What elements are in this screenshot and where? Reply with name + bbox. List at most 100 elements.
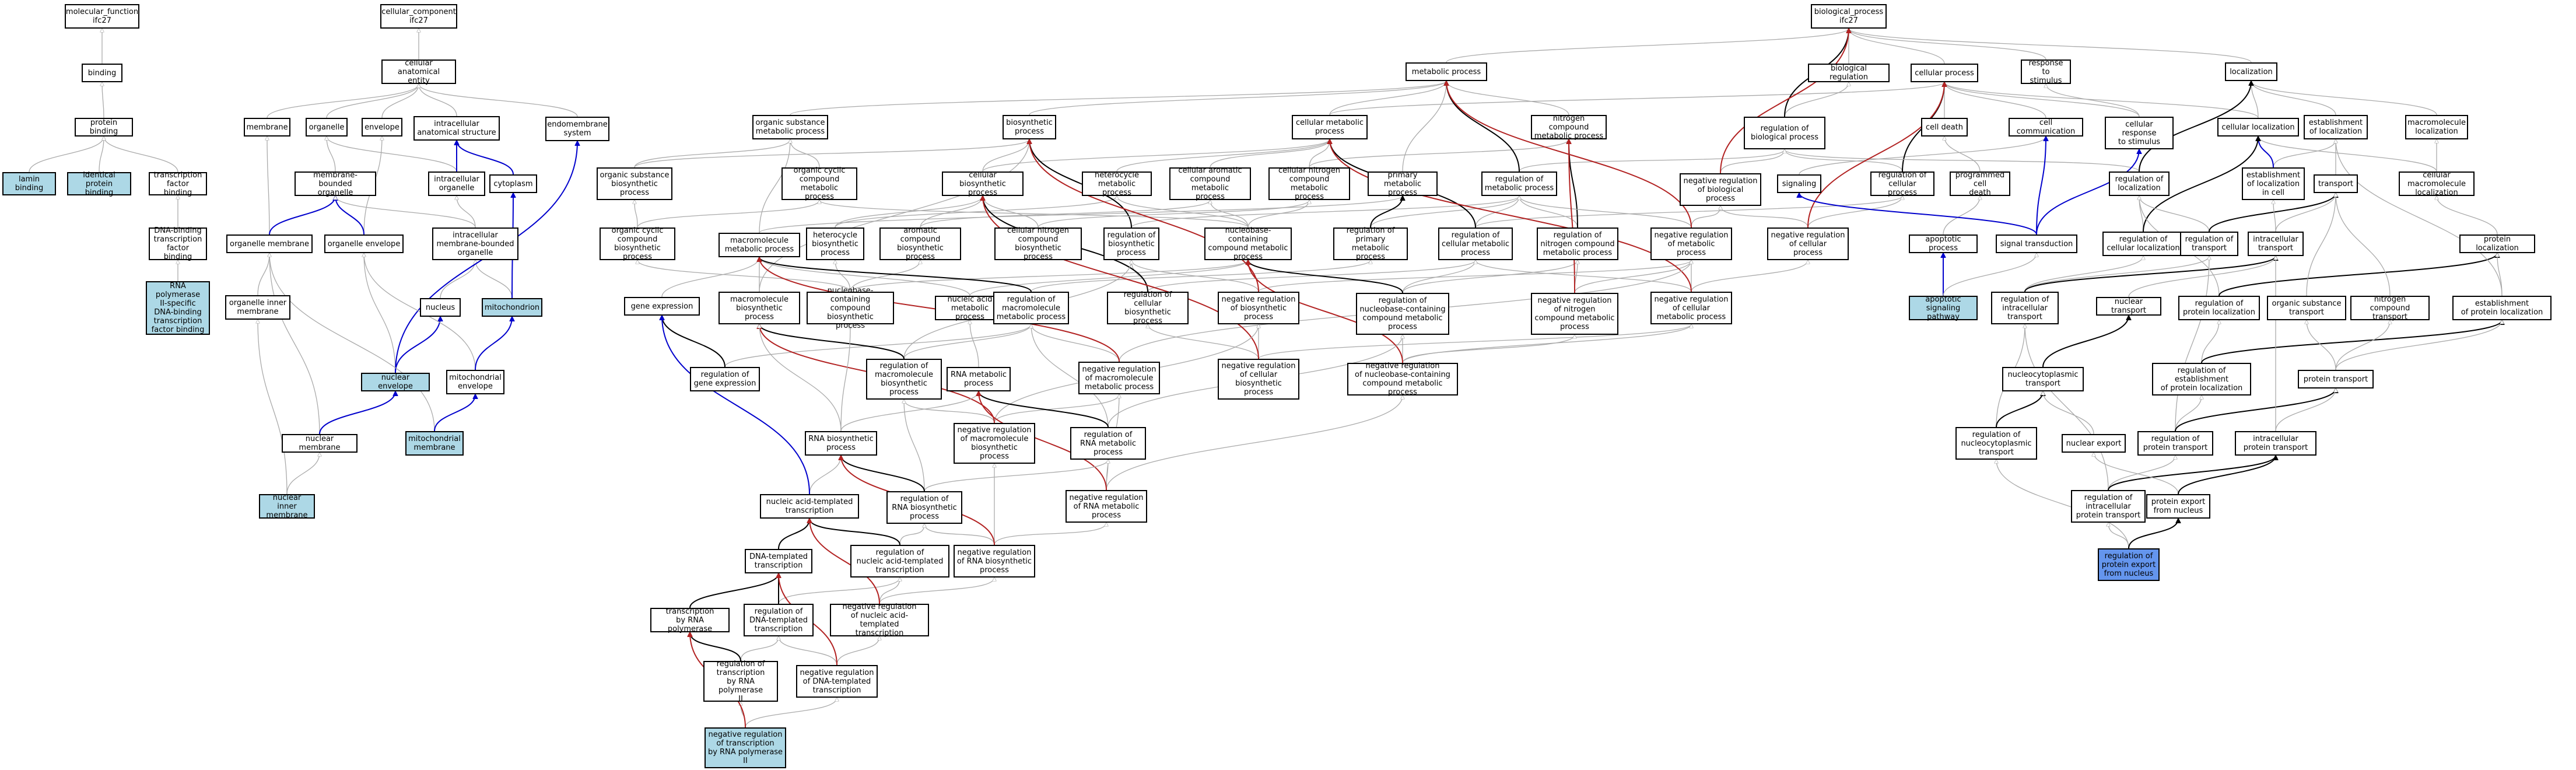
go-term-nucmem[interactable]: nuclear membrane <box>282 434 358 453</box>
go-term-reg-rna-bios[interactable]: regulation of RNA biosynthetic process <box>886 491 962 524</box>
go-term-negreg-nucbase[interactable]: negative regulation of nucleobase-contai… <box>1347 362 1458 397</box>
go-term-mito[interactable]: mitochondrion <box>482 298 542 317</box>
go-term-reg-nucbase[interactable]: regulation of nucleobase-containing comp… <box>1356 293 1449 335</box>
go-term-nitro-met[interactable]: nitrogen compound metabolic process <box>1531 114 1607 141</box>
go-term-orgmem[interactable]: organelle membrane <box>226 235 313 253</box>
go-term-negreg-cellbios[interactable]: negative regulation of cellular biosynth… <box>1218 359 1299 400</box>
go-term-reg-estab-prot[interactable]: regulation of establishment of protein l… <box>2152 363 2251 396</box>
go-term-negreg-nitro[interactable]: negative regulation of nitrogen compound… <box>1531 293 1618 335</box>
go-term-cellbiosyn[interactable]: cellular biosynthetic process <box>942 171 1024 197</box>
go-term-metab[interactable]: metabolic process <box>1406 62 1487 81</box>
go-term-reg-cellmet[interactable]: regulation of cellular metabolic process <box>1438 228 1513 260</box>
go-term-nucleocyto[interactable]: nucleocytoplasmic transport <box>2002 367 2084 391</box>
go-term-localization[interactable]: localization <box>2225 62 2277 81</box>
go-term-negreg-rna-bios[interactable]: negative regulation of RNA biosynthetic … <box>954 545 1035 578</box>
go-term-reg-intra-trans[interactable]: regulation of intracellular transport <box>1991 292 2059 324</box>
go-term-reg-transport[interactable]: regulation of transport <box>2180 232 2238 256</box>
go-term-cellmet[interactable]: cellular metabolic process <box>1292 115 1368 139</box>
go-term-endomem[interactable]: endomembrane system <box>545 117 609 141</box>
go-term-orgcyc-bios[interactable]: organic cyclic compound biosynthetic pro… <box>600 226 675 261</box>
go-term-rna-bios[interactable]: RNA biosynthetic process <box>805 431 877 456</box>
go-term-negreg-bios[interactable]: negative regulation of biosynthetic proc… <box>1218 292 1299 324</box>
go-term-reg-nucacid-trans[interactable]: regulation of nucleic acid-templated tra… <box>850 545 949 578</box>
go-term-reg-trans-rnapol[interactable]: regulation of transcription by RNA polym… <box>703 660 778 704</box>
go-term-reg-prot-export[interactable]: regulation of protein export from nucleu… <box>2098 548 2160 581</box>
go-term-gene-expr[interactable]: gene expression <box>624 297 700 316</box>
go-term-respstim[interactable]: response to stimulus <box>2021 59 2071 85</box>
go-term-negreg-macro-met[interactable]: negative regulation of macromolecule met… <box>1078 362 1160 394</box>
go-term-signal-trans[interactable]: signal transduction <box>1996 235 2077 253</box>
go-term-cellnitro-met[interactable]: cellular nitrogen compound metabolic pro… <box>1268 166 1350 201</box>
go-term-negreg-rna-met[interactable]: negative regulation of RNA metabolic pro… <box>1066 490 1147 523</box>
go-term-negreg-macro-bios[interactable]: negative regulation of macromolecule bio… <box>954 423 1035 464</box>
go-term-reg-nucleocyto[interactable]: regulation of nucleocytoplasmic transpor… <box>1955 427 2037 460</box>
go-term-protbind[interactable]: protein binding <box>75 118 133 136</box>
go-term-reg-primary[interactable]: regulation of primary metabolic process <box>1333 226 1408 261</box>
go-term-reg-rna-met[interactable]: regulation of RNA metabolic process <box>1070 427 1146 460</box>
go-term-rna-met[interactable]: RNA metabolic process <box>947 367 1011 391</box>
go-term-negreg-bio[interactable]: negative regulation of biological proces… <box>1680 173 1761 206</box>
go-term-dnabind[interactable]: DNA-binding transcription factor binding <box>149 226 207 261</box>
go-term-binding[interactable]: binding <box>82 64 122 82</box>
go-term-membrane[interactable]: membrane <box>244 118 290 136</box>
go-term-cellcomm[interactable]: cell communication <box>2009 118 2083 136</box>
go-term-reg-geneexpr[interactable]: regulation of gene expression <box>690 367 760 391</box>
go-term-intra-prot-trans[interactable]: intracellular protein transport <box>2235 431 2316 456</box>
go-term-anat[interactable]: cellular anatomical entity <box>381 59 456 85</box>
go-term-apoptotic[interactable]: apoptotic process <box>1909 235 1978 253</box>
go-term-prot-export[interactable]: protein export from nucleus <box>2146 494 2210 519</box>
go-term-estab-protloc[interactable]: establishment of protein localization <box>2452 296 2552 320</box>
go-term-reg-protloc[interactable]: regulation of protein localization <box>2178 296 2260 320</box>
go-term-negreg-met[interactable]: negative regulation of metabolic process <box>1650 228 1732 260</box>
go-term-orgsub-trans[interactable]: organic substance transport <box>2267 296 2346 320</box>
go-term-dna-trans[interactable]: DNA-templated transcription <box>745 549 812 573</box>
go-term-cellproc[interactable]: cellular process <box>1911 64 1978 82</box>
go-term-reg-cellproc[interactable]: regulation of cellular process <box>1870 171 1934 197</box>
go-term-progdeath[interactable]: programmed cell death <box>1950 171 2010 197</box>
go-term-biosyn[interactable]: biosynthetic process <box>1003 115 1056 139</box>
go-term-reg-nitro[interactable]: regulation of nitrogen compound metaboli… <box>1537 228 1618 260</box>
go-term-cellarom-met[interactable]: cellular aromatic compound metabolic pro… <box>1169 166 1251 201</box>
go-term-reg-dna-trans[interactable]: regulation of DNA-templated transcriptio… <box>744 604 814 636</box>
go-term-orgenv[interactable]: organelle envelope <box>324 235 404 253</box>
go-term-identical[interactable]: identical protein binding <box>67 171 131 197</box>
go-term-membound[interactable]: membrane-bounded organelle <box>295 171 376 197</box>
go-term-intra-org[interactable]: intracellular organelle <box>428 172 485 196</box>
go-term-orgsub-bios[interactable]: organic substance biosynthetic process <box>597 167 672 200</box>
go-term-negreg-nucacid[interactable]: negative regulation of nucleic acid-temp… <box>830 603 929 638</box>
go-term-intra-memb[interactable]: intracellular membrane-bounded organelle <box>432 228 518 260</box>
go-term-mitoenv[interactable]: mitochondrial envelope <box>446 370 504 394</box>
go-term-cellmacro-loc[interactable]: cellular macromolecule localization <box>2399 171 2475 197</box>
go-term-reg-macro-met[interactable]: regulation of macromolecule metabolic pr… <box>993 292 1069 324</box>
go-term-reg-intra-prot[interactable]: regulation of intracellular protein tran… <box>2071 490 2146 523</box>
go-term-negreg-cellmet[interactable]: negative regulation of cellular metaboli… <box>1650 292 1732 324</box>
go-term-rnapol2bind[interactable]: RNA polymerase II-specific DNA-binding t… <box>146 281 210 335</box>
go-term-cc[interactable]: cellular_component ifc27 <box>380 4 457 29</box>
go-term-mf[interactable]: molecular_function ifc27 <box>65 4 139 29</box>
go-term-apop-path[interactable]: apoptotic signaling pathway <box>1909 295 1978 321</box>
go-term-nitro-trans[interactable]: nitrogen compound transport <box>2350 295 2430 321</box>
go-term-signaling[interactable]: signaling <box>1777 174 1821 193</box>
go-term-organelle[interactable]: organelle <box>306 118 348 136</box>
go-term-bp[interactable]: biological_process ifc27 <box>1811 4 1887 29</box>
go-term-hetero-bios[interactable]: heterocycle biosynthetic process <box>806 228 864 260</box>
go-term-nucbase-bios[interactable]: nucleobase-containing compound biosynthe… <box>807 286 894 330</box>
go-term-estab-loc[interactable]: establishment of localization <box>2304 115 2368 139</box>
go-term-cell-loc[interactable]: cellular localization <box>2217 118 2299 136</box>
go-term-macro-bios[interactable]: macromolecule biosynthetic process <box>719 292 800 324</box>
go-term-lamin[interactable]: lamin binding <box>2 172 56 195</box>
go-term-orginner[interactable]: organelle inner membrane <box>225 295 290 320</box>
go-term-arom-bios[interactable]: aromatic compound biosynthetic process <box>879 226 961 261</box>
go-term-cytoplasm[interactable]: cytoplasm <box>489 174 537 193</box>
go-term-prot-transport[interactable]: protein transport <box>2298 370 2374 388</box>
go-term-prot-loc[interactable]: protein localization <box>2459 235 2535 253</box>
go-term-hetero-met[interactable]: heterocycle metabolic process <box>1082 171 1152 197</box>
go-term-nucleus[interactable]: nucleus <box>420 298 461 317</box>
go-term-reg-macro-bios[interactable]: regulation of macromolecule biosynthetic… <box>866 359 942 400</box>
go-term-envelope[interactable]: envelope <box>362 118 402 136</box>
go-term-mitomem[interactable]: mitochondrial membrane <box>405 431 464 456</box>
go-term-nuc-export[interactable]: nuclear export <box>2062 434 2126 453</box>
go-term-celldeath[interactable]: cell death <box>1921 118 1968 136</box>
go-term-cellnitro-bios[interactable]: cellular nitrogen compound biosynthetic … <box>994 226 1082 261</box>
go-term-intracell-anat[interactable]: intracellular anatomical structure <box>413 116 500 141</box>
